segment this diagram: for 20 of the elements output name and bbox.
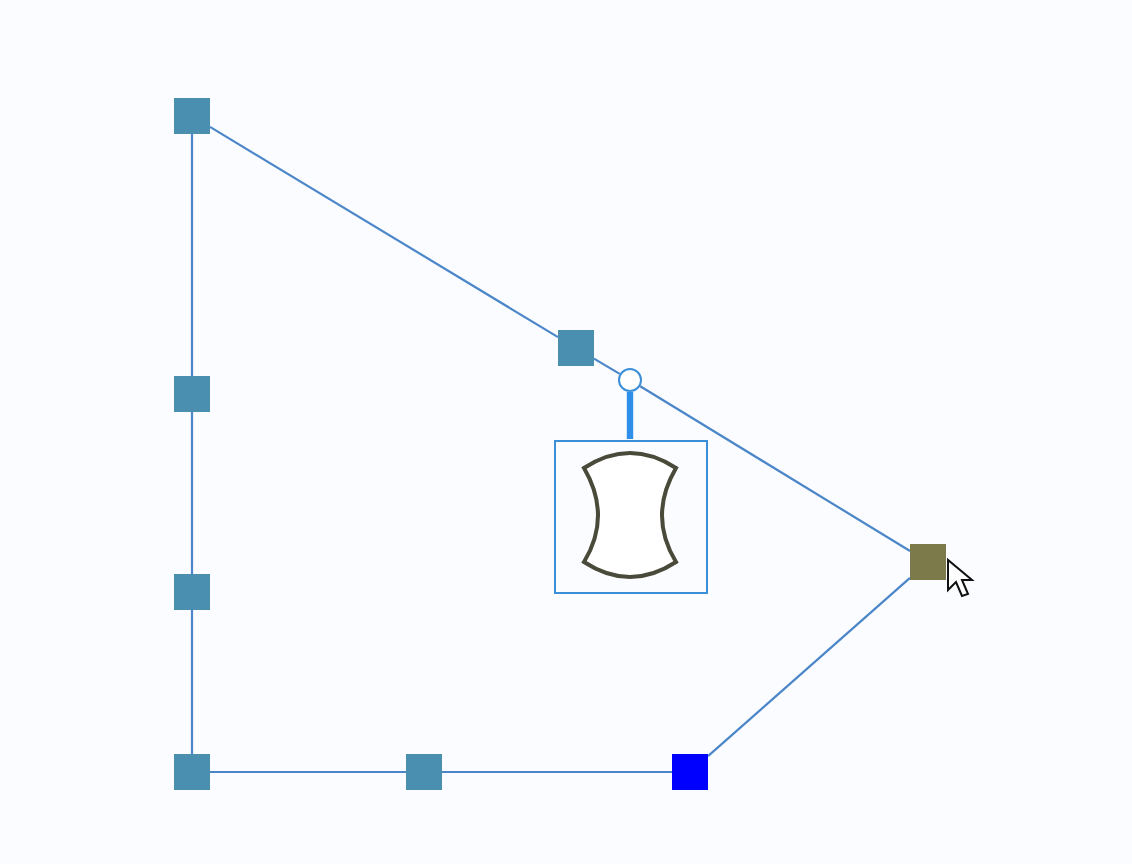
vertex-handle [406,754,442,790]
vertex-handle [672,754,708,790]
polygon-edge [593,357,621,375]
polygon-edge [190,134,194,376]
polygon-edge [626,392,634,439]
polygon-edge [639,385,911,552]
vertex-handle [558,330,594,366]
polygon-edge [190,412,194,574]
vertex-handle [174,98,210,134]
polygon-edge [707,577,911,757]
polygon-edge [209,125,559,339]
vertex-handle [174,574,210,610]
vertex-handle [910,544,946,580]
polygon-edge [190,610,194,754]
selected-shape [553,439,707,593]
vertex-handle [174,376,210,412]
vertex-handle [174,754,210,790]
polygon-edge [442,770,672,774]
polygon-edge [210,770,406,774]
rotation-handle [618,368,642,392]
